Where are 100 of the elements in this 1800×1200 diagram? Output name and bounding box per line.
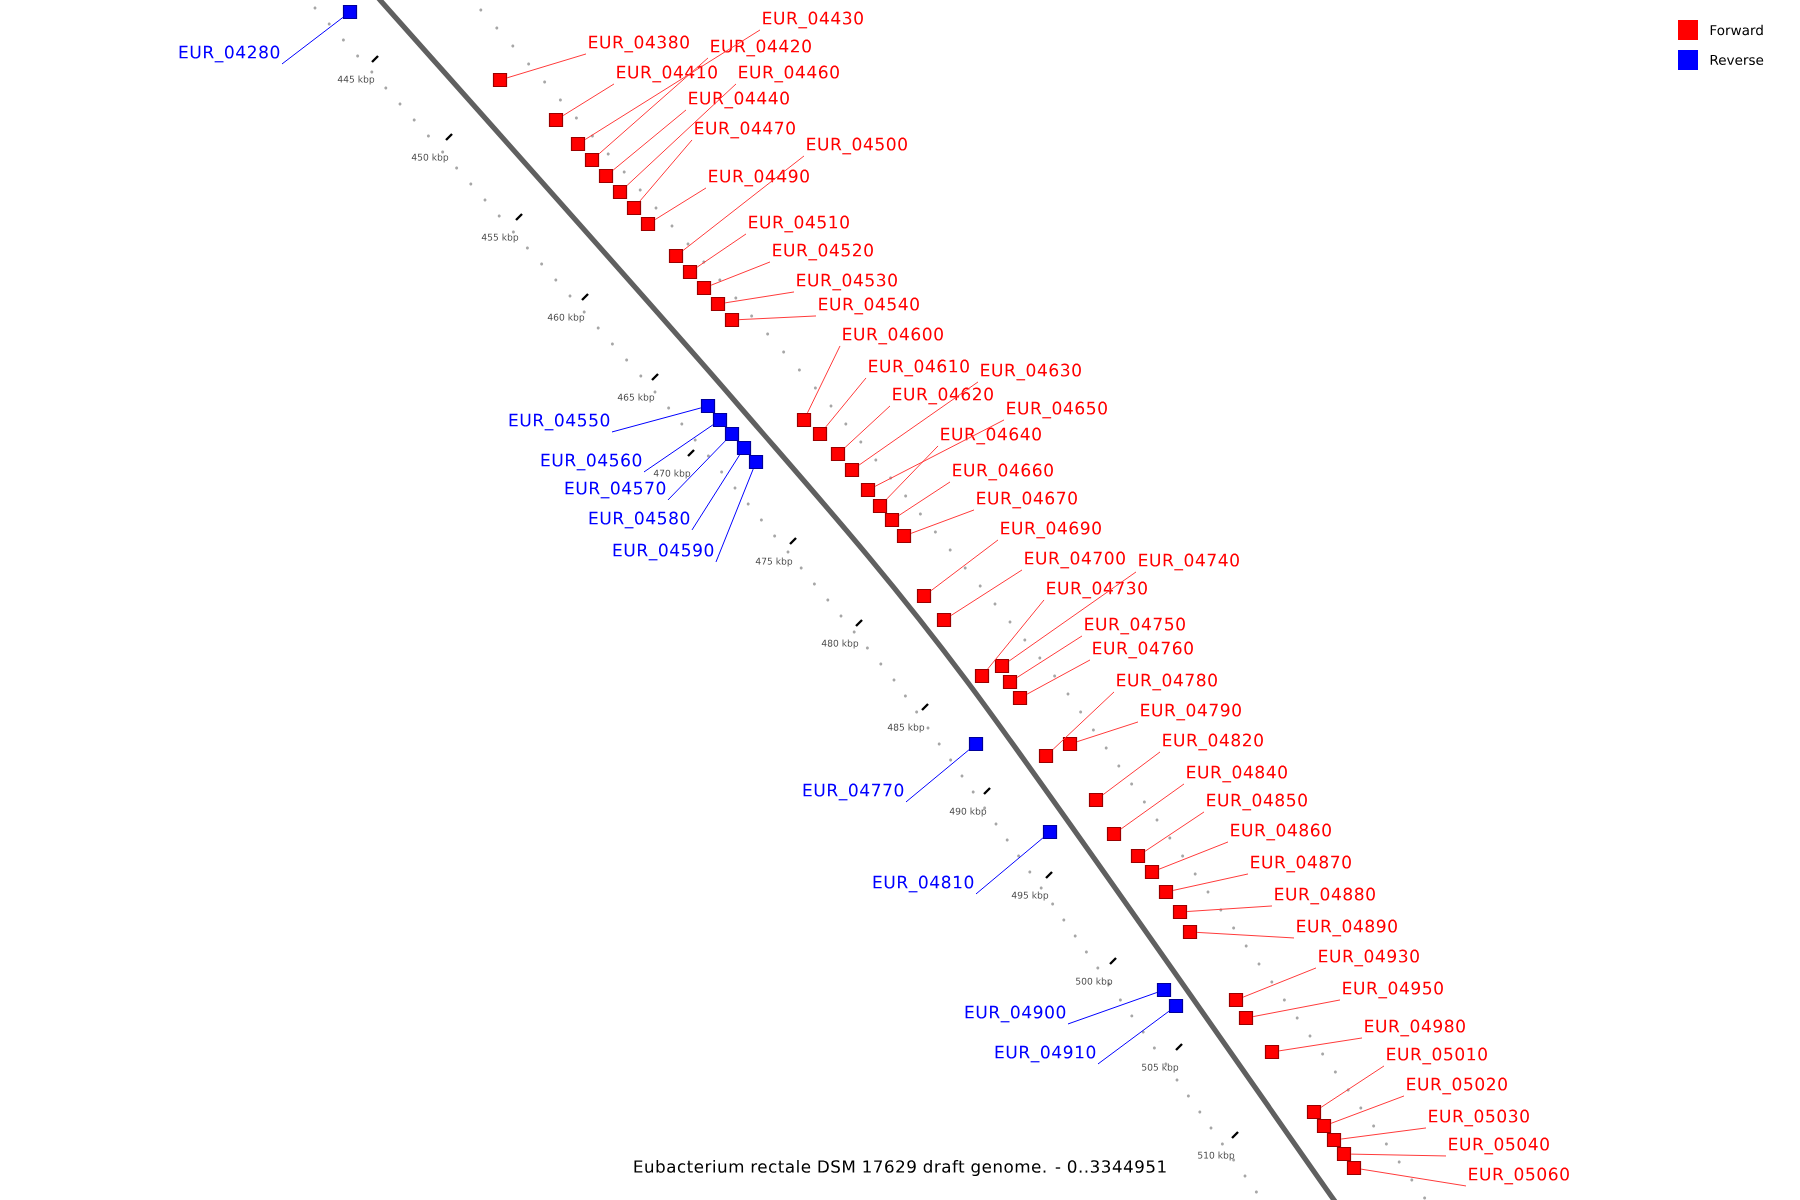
leader-line bbox=[715, 468, 754, 563]
gene-label: EUR_05040 bbox=[1449, 1137, 1549, 1155]
gene-block bbox=[884, 512, 900, 528]
gene-block bbox=[1088, 792, 1104, 808]
gene-label: EUR_04910 bbox=[995, 1045, 1096, 1063]
leader-line bbox=[1320, 1065, 1385, 1108]
gene-label: EUR_05010 bbox=[1387, 1047, 1487, 1065]
gene-label: EUR_04770 bbox=[803, 783, 904, 801]
leader-line bbox=[1052, 691, 1115, 750]
gene-label: EUR_04380 bbox=[589, 35, 689, 53]
gene-label: EUR_04630 bbox=[981, 363, 1081, 381]
gene-block bbox=[612, 184, 628, 200]
gene-label: EUR_04950 bbox=[1343, 981, 1443, 999]
leader-line bbox=[584, 29, 761, 141]
gene-block bbox=[1316, 1118, 1332, 1134]
gene-block bbox=[968, 736, 984, 752]
gene-label: EUR_04810 bbox=[873, 875, 974, 893]
gene-block bbox=[844, 462, 860, 478]
leader-line bbox=[626, 83, 737, 186]
caption: Eubacterium rectale DSM 17629 draft genome. - 0..3344951 bbox=[634, 1159, 1166, 1177]
leader-line bbox=[281, 16, 344, 65]
gene-block bbox=[1238, 1010, 1254, 1026]
gene-label: EUR_04790 bbox=[1141, 703, 1241, 721]
gene-label: EUR_04840 bbox=[1187, 765, 1287, 783]
gene-block bbox=[1346, 1160, 1362, 1176]
gene-block bbox=[748, 454, 764, 470]
gene-block bbox=[1168, 998, 1184, 1014]
leader-line bbox=[1076, 721, 1139, 743]
gene-block bbox=[584, 152, 600, 168]
gene-label: EUR_04890 bbox=[1297, 919, 1397, 937]
gene-block bbox=[1038, 748, 1054, 764]
leader-line bbox=[612, 109, 687, 171]
leader-line bbox=[1026, 659, 1091, 695]
gene-block bbox=[872, 498, 888, 514]
gene-label: EUR_04670 bbox=[977, 491, 1077, 509]
leader-line bbox=[1120, 783, 1185, 830]
leader-line bbox=[950, 569, 1023, 616]
gene-block bbox=[342, 4, 358, 20]
gene-block bbox=[696, 280, 712, 296]
leader-line bbox=[639, 139, 693, 202]
leader-line bbox=[987, 599, 1045, 670]
gene-block bbox=[598, 168, 614, 184]
gene-label: EUR_04610 bbox=[869, 359, 969, 377]
leader-line bbox=[1252, 999, 1341, 1018]
leader-line bbox=[898, 481, 951, 516]
leader-line bbox=[1067, 992, 1158, 1025]
gene-label: EUR_04570 bbox=[565, 481, 666, 499]
leader-line bbox=[1278, 1037, 1363, 1052]
gene-label: EUR_04730 bbox=[1047, 581, 1147, 599]
gene-label: EUR_04590 bbox=[613, 543, 714, 561]
leader-line bbox=[825, 377, 867, 428]
leader-line bbox=[905, 749, 970, 803]
gene-label: EUR_04620 bbox=[893, 387, 993, 405]
leader-line bbox=[1102, 751, 1161, 796]
leader-line bbox=[667, 440, 726, 501]
gene-label: EUR_04430 bbox=[763, 11, 863, 29]
gene-block bbox=[1158, 884, 1174, 900]
gene-block bbox=[1012, 690, 1028, 706]
gene-block bbox=[1336, 1146, 1352, 1162]
gene-label: EUR_04520 bbox=[773, 243, 873, 261]
leader-line bbox=[930, 539, 999, 592]
gene-block bbox=[1130, 848, 1146, 864]
gene-label: EUR_04500 bbox=[807, 137, 907, 155]
gene-label: EUR_04740 bbox=[1139, 553, 1239, 571]
leader-line bbox=[886, 445, 939, 500]
gene-block bbox=[1156, 982, 1172, 998]
gene-label: EUR_05020 bbox=[1407, 1077, 1507, 1095]
gene-block bbox=[548, 112, 564, 128]
gene-label: EUR_04440 bbox=[689, 91, 789, 109]
gene-block bbox=[1228, 992, 1244, 1008]
gene-block bbox=[830, 446, 846, 462]
gene-block bbox=[1144, 864, 1160, 880]
gene-block bbox=[1182, 924, 1198, 940]
gene-block bbox=[1042, 824, 1058, 840]
gene-label: EUR_04460 bbox=[739, 65, 839, 83]
leader-line bbox=[710, 261, 771, 286]
gene-label: EUR_04660 bbox=[953, 463, 1053, 481]
gene-label: EUR_04490 bbox=[709, 169, 809, 187]
leader-line bbox=[696, 233, 747, 268]
gene-block bbox=[1326, 1132, 1342, 1148]
gene-block bbox=[812, 426, 828, 442]
gene-block bbox=[1264, 1044, 1280, 1060]
gene-label: EUR_04700 bbox=[1025, 551, 1125, 569]
leader-line bbox=[1008, 571, 1137, 662]
gene-label: EUR_04750 bbox=[1085, 617, 1185, 635]
gene-label: EUR_04550 bbox=[509, 413, 610, 431]
gene-block bbox=[492, 72, 508, 88]
leader-line bbox=[724, 291, 795, 304]
gene-label: EUR_04860 bbox=[1231, 823, 1331, 841]
gene-label: EUR_04980 bbox=[1365, 1019, 1465, 1037]
leader-line bbox=[806, 345, 841, 414]
leader-line bbox=[1340, 1127, 1427, 1140]
leader-line bbox=[611, 407, 702, 433]
leader-line bbox=[682, 155, 805, 251]
gene-block bbox=[916, 588, 932, 604]
gene-label: EUR_05060 bbox=[1469, 1167, 1569, 1185]
gene-block bbox=[736, 440, 752, 456]
leader-line bbox=[506, 53, 587, 79]
gene-label: EUR_04600 bbox=[843, 327, 943, 345]
leader-line bbox=[1360, 1168, 1467, 1187]
